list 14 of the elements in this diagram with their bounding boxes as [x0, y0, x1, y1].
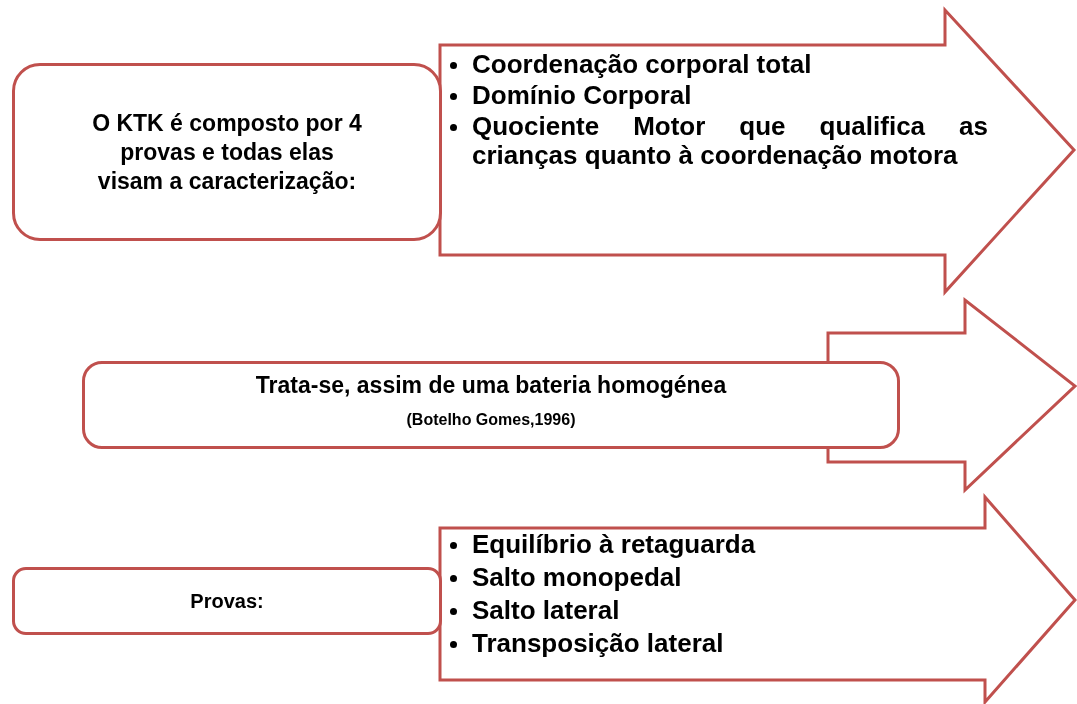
- rounded-box: [82, 361, 900, 449]
- box-text: O KTK é composto por 4 provas e todas elas visam a caracterização:: [91, 108, 363, 196]
- bullet-item: Salto monopedal: [448, 563, 968, 592]
- box-text: Trata-se, assim de uma bateria homogénea: [255, 370, 727, 400]
- bullet-item: Salto lateral: [448, 596, 968, 625]
- box-text: Provas:: [190, 588, 264, 614]
- bullet-item: Quociente Motor que qualifica as crianças quanto à coordenação motora: [448, 112, 988, 170]
- bullet-item: Equilíbrio à retaguarda: [448, 530, 968, 559]
- citation-text: (Botelho Gomes,1996): [406, 409, 576, 430]
- rounded-box: [12, 567, 442, 635]
- bullet-item: Domínio Corporal: [448, 81, 988, 110]
- bullet-item: Coordenação corporal total: [448, 50, 988, 79]
- bullet-item: Transposição lateral: [448, 629, 968, 658]
- rounded-box: [12, 63, 442, 241]
